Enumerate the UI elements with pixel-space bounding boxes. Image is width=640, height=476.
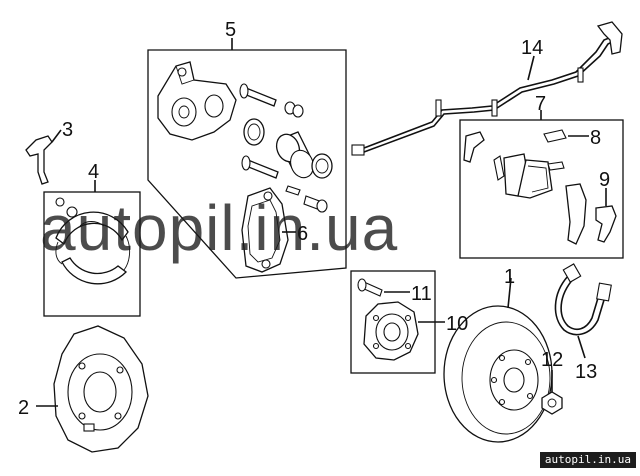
part-number-8: 8 (590, 127, 601, 149)
parking-brake-clip (25, 135, 53, 185)
hub-bolt (357, 278, 383, 297)
caliper-kit-box (147, 49, 347, 279)
part-number-7: 7 (535, 93, 546, 115)
dust-boots-small (284, 101, 304, 118)
part-number-1: 1 (504, 266, 515, 288)
pad-shim-left (463, 131, 485, 163)
caliper-bolt-upper (239, 83, 277, 107)
part-number-11: 11 (411, 283, 432, 305)
caliper-bracket (241, 187, 289, 273)
part-number-5: 5 (225, 19, 236, 41)
guide-pin (241, 155, 279, 179)
part-number-14: 14 (521, 37, 543, 59)
bleeder-screw (285, 185, 328, 213)
brake-disc (443, 305, 553, 443)
watermark-text: autopil.in.ua (40, 192, 398, 264)
part-number-12: 12 (541, 349, 563, 371)
leader-lines (36, 38, 607, 407)
parking-shoe-box (43, 191, 141, 317)
part-number-2: 2 (18, 397, 29, 419)
pad-clip (595, 205, 617, 243)
part-number-13: 13 (575, 361, 597, 383)
watermark-url-tag: autopil.in.ua (539, 452, 636, 468)
parking-brake-shoes (55, 197, 131, 285)
part-number-10: 10 (446, 313, 468, 335)
caliper-housing (157, 61, 237, 141)
piston-seal-ring (243, 118, 265, 146)
pad-shim-small (493, 155, 505, 181)
part-number-6: 6 (297, 223, 308, 245)
wheel-hub (363, 301, 419, 361)
brake-hose (554, 263, 612, 336)
pad-wear-indicator (543, 129, 567, 171)
brake-pad-set (503, 153, 553, 199)
pad-shim-right (565, 183, 587, 245)
part-number-4: 4 (88, 161, 99, 183)
abs-sensor-harness (351, 21, 623, 156)
part-number-9: 9 (599, 169, 610, 191)
piston (275, 131, 314, 179)
backing-plate (53, 325, 149, 453)
part-number-3: 3 (62, 119, 73, 141)
piston-dust-boot (311, 153, 333, 179)
